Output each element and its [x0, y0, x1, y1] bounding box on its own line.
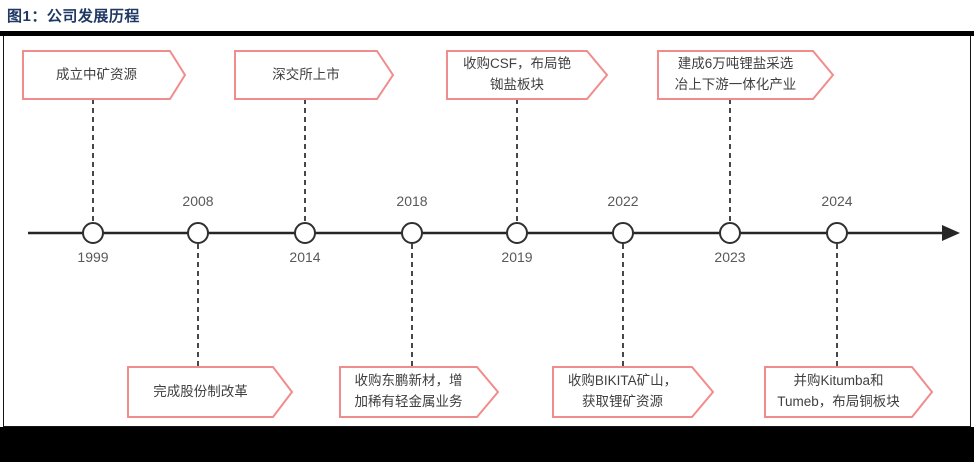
callout-label-2023: 建成6万吨锂盐采选 冶上下游一体化产业	[674, 56, 797, 92]
milestone-circle-2014	[294, 222, 316, 244]
year-label-2019: 2019	[501, 249, 533, 265]
milestone-circle-2008	[187, 222, 209, 244]
milestone-circle-2022	[612, 222, 634, 244]
callout-shape-2022	[552, 366, 715, 418]
milestone-circle-2023	[719, 222, 741, 244]
callout-label-2024: 并购Kitumba和 Tumeb，布局铜板块	[777, 373, 900, 409]
year-label-2014: 2014	[289, 249, 321, 265]
figure-title: 图1：公司发展历程	[7, 8, 140, 25]
year-label-1999: 1999	[77, 249, 109, 265]
milestone-circle-2024	[826, 222, 848, 244]
year-label-2022: 2022	[607, 193, 639, 209]
callout-label-1999: 成立中矿资源	[56, 66, 137, 82]
callout-shape-2023	[657, 50, 835, 100]
milestone-circle-2018	[401, 222, 423, 244]
callout-shape-2024	[764, 366, 934, 418]
callout-shape-2018	[339, 366, 500, 418]
bottom-black-bar	[0, 427, 974, 462]
timeline-arrowhead-icon	[942, 225, 960, 241]
callout-label-2014: 深交所上市	[272, 66, 340, 82]
callout-shape-2019	[446, 50, 609, 100]
year-label-2008: 2008	[182, 193, 214, 209]
year-label-2018: 2018	[396, 193, 428, 209]
callout-shape-2014	[234, 50, 395, 100]
figure-frame	[3, 36, 971, 427]
callout-shape-2008	[127, 366, 294, 418]
callout-label-2018: 收购东鹏新材，增 加稀有轻金属业务	[354, 373, 463, 409]
year-label-2024: 2024	[821, 193, 853, 209]
milestone-circle-1999	[82, 222, 104, 244]
year-label-2023: 2023	[714, 249, 746, 265]
title-divider	[0, 31, 974, 36]
callout-label-2019: 收购CSF，布局铯 铷盐板块	[463, 56, 571, 92]
callout-label-2008: 完成股份制改革	[153, 383, 248, 399]
callout-label-2022: 收购BIKITA矿山， 获取锂矿资源	[567, 373, 678, 409]
callout-shape-1999	[22, 50, 187, 100]
milestone-circle-2019	[506, 222, 528, 244]
